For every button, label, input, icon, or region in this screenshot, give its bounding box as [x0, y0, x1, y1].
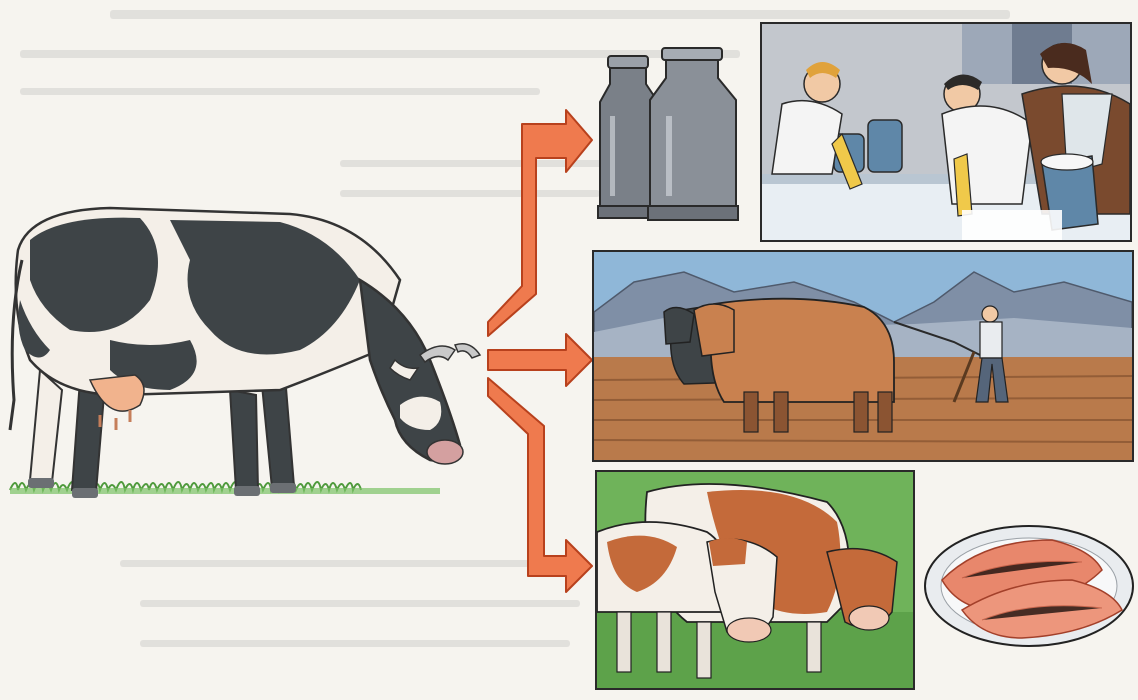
arrow-to-beef — [488, 378, 592, 592]
dairy-workers-icon — [760, 22, 1132, 242]
grazing-dairy-cow-icon — [0, 190, 490, 520]
draught-oxen-icon — [592, 250, 1134, 462]
milk-churns-icon — [596, 46, 746, 224]
branching-arrows — [480, 100, 600, 600]
arrow-to-ploughing — [488, 334, 592, 386]
arrow-to-dairy — [488, 110, 592, 336]
meat-plate-icon — [922, 520, 1136, 650]
beef-cattle-icon — [595, 470, 915, 690]
